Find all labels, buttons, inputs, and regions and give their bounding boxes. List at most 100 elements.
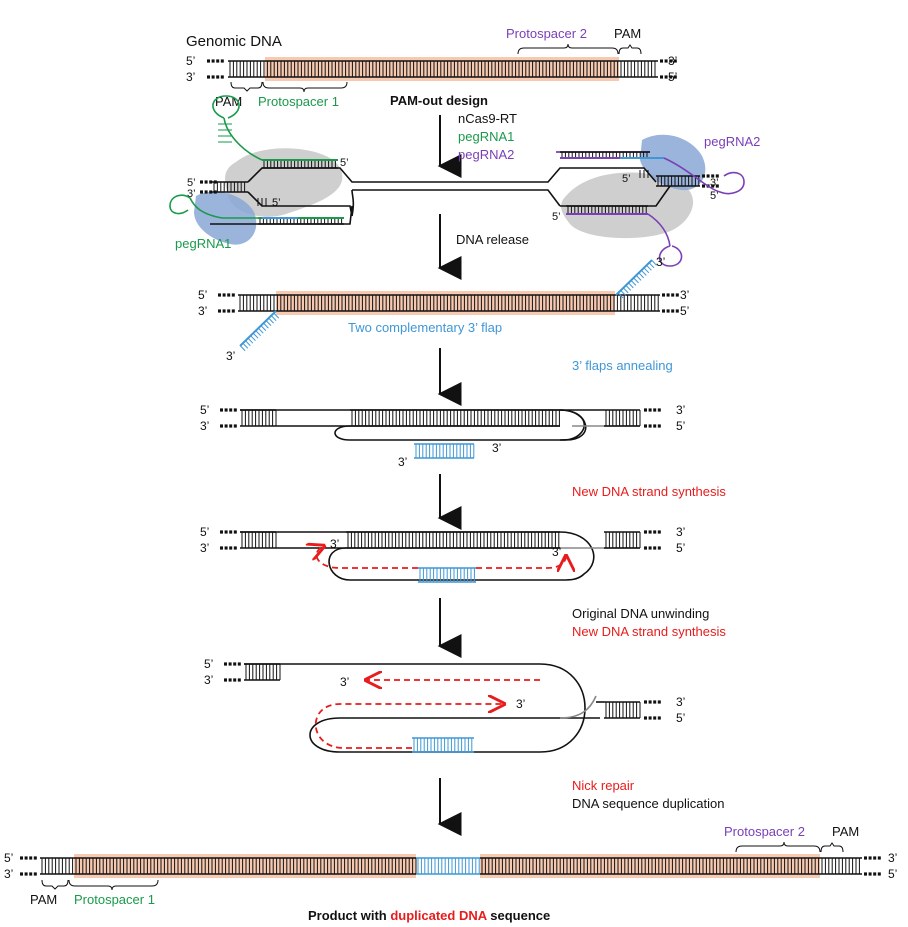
flap-base bbox=[245, 340, 251, 347]
five-prime-label: 5’ bbox=[340, 157, 349, 169]
protospacer1-label: Protospacer 1 bbox=[74, 892, 155, 907]
stage-cas9-binding: 5’ 3’ 5’ 5’ pegRNA1 3’ 5’ bbox=[169, 95, 760, 267]
pegrna1-label: pegRNA1 bbox=[175, 236, 231, 251]
end-dot bbox=[664, 75, 668, 79]
end-dot bbox=[231, 309, 235, 313]
five-prime-label: 5’ bbox=[676, 419, 685, 433]
five-prime-label: 5’ bbox=[668, 70, 677, 84]
end-dot bbox=[211, 75, 215, 79]
five-prime-label: 5’ bbox=[888, 867, 897, 881]
flap-base bbox=[630, 280, 637, 286]
five-prime-label: 5’ bbox=[4, 851, 13, 865]
flap-base bbox=[638, 272, 645, 279]
flap-base bbox=[247, 337, 254, 344]
end-dot bbox=[648, 716, 652, 720]
three-prime-label: 3’ bbox=[204, 673, 213, 687]
three-prime-label: 3’ bbox=[516, 697, 525, 711]
end-dot bbox=[233, 662, 237, 666]
dna-duplex bbox=[212, 181, 248, 193]
pegrna1-hairpin-stem bbox=[218, 123, 232, 143]
dna-duplex bbox=[240, 409, 277, 427]
pam-bottom-label: PAM bbox=[30, 892, 57, 907]
end-dot bbox=[657, 700, 661, 704]
three-prime-label: 3’ bbox=[200, 419, 209, 433]
end-dot bbox=[673, 59, 677, 63]
three-prime-label: 3’ bbox=[200, 541, 209, 555]
end-dot bbox=[29, 856, 33, 860]
end-dot bbox=[877, 856, 881, 860]
stage-unwinding: 5’ 3’ 3’ 5’ 3’ 3’ bbox=[204, 657, 685, 753]
dna-duplex bbox=[416, 857, 480, 875]
end-dot bbox=[706, 174, 710, 178]
end-dot bbox=[216, 75, 220, 79]
three-prime-label: 3’ bbox=[492, 441, 501, 455]
pegrna1-step-label: pegRNA1 bbox=[458, 129, 514, 144]
flap-base bbox=[273, 312, 280, 319]
three-prime-label: 3’ bbox=[552, 545, 561, 559]
five-prime-label: 5’ bbox=[204, 657, 213, 671]
end-dot bbox=[873, 856, 877, 860]
end-dot bbox=[868, 872, 872, 876]
end-dot bbox=[644, 530, 647, 534]
flap-base bbox=[620, 290, 626, 296]
end-dot bbox=[648, 700, 652, 704]
end-dot bbox=[207, 75, 210, 79]
end-dot bbox=[233, 530, 237, 534]
flap-base bbox=[260, 325, 267, 332]
flap-base bbox=[270, 315, 277, 321]
end-dot bbox=[231, 293, 235, 297]
end-dot bbox=[220, 424, 223, 428]
end-dot bbox=[229, 530, 233, 534]
dna-duplex bbox=[240, 531, 277, 549]
end-dot bbox=[220, 546, 223, 550]
flap-base bbox=[641, 269, 647, 276]
dna-duplex bbox=[604, 531, 641, 549]
dna-end-dots bbox=[864, 856, 881, 876]
flap-bases bbox=[239, 312, 280, 352]
dna-duplex bbox=[238, 294, 660, 312]
end-dot bbox=[224, 408, 228, 412]
end-dot bbox=[200, 190, 203, 194]
end-dot bbox=[227, 309, 231, 313]
end-dot bbox=[229, 424, 233, 428]
pegrna1-loop bbox=[169, 194, 223, 219]
end-dot bbox=[653, 530, 657, 534]
dna-duplex bbox=[40, 857, 417, 875]
pegrna2-scaffold bbox=[647, 213, 683, 267]
end-dot bbox=[24, 872, 28, 876]
three-prime-label: 3’ bbox=[680, 288, 689, 302]
three-prime-label: 3’ bbox=[668, 54, 677, 68]
nick-repair-label: Nick repair bbox=[572, 778, 635, 793]
five-prime-label: 5’ bbox=[200, 403, 209, 417]
three-prime-label: 3’ bbox=[186, 70, 195, 84]
pam-out-design-label: PAM-out design bbox=[390, 93, 488, 108]
pegrna2-step-label: pegRNA2 bbox=[458, 147, 514, 162]
end-dot bbox=[653, 700, 657, 704]
five-prime-label: 5’ bbox=[680, 304, 689, 318]
flap-base bbox=[648, 262, 655, 269]
pegrna2-label: pegRNA2 bbox=[704, 134, 760, 149]
dna-duplex bbox=[350, 409, 560, 427]
end-dot bbox=[220, 408, 223, 412]
protospacer1-brace bbox=[262, 81, 348, 93]
end-dot bbox=[237, 678, 241, 682]
end-dot bbox=[675, 293, 679, 297]
end-dot bbox=[204, 190, 208, 194]
five-prime-label: 5’ bbox=[622, 173, 631, 185]
end-dot bbox=[657, 424, 661, 428]
pam-top-brace bbox=[820, 842, 844, 853]
end-dot bbox=[222, 309, 226, 313]
end-dot bbox=[669, 59, 673, 63]
dna-end-dots bbox=[20, 856, 37, 876]
end-dot bbox=[644, 716, 647, 720]
dna-end-dots bbox=[644, 700, 661, 720]
five-prime-label: 5’ bbox=[676, 541, 685, 555]
pam-bottom-brace bbox=[41, 879, 69, 890]
dna-end-dots bbox=[200, 180, 217, 194]
dna-end-dots bbox=[218, 293, 235, 313]
end-dot bbox=[218, 293, 221, 297]
left-lower-strand bbox=[210, 189, 355, 225]
pam-top-brace bbox=[618, 44, 642, 55]
end-dot bbox=[218, 309, 221, 313]
